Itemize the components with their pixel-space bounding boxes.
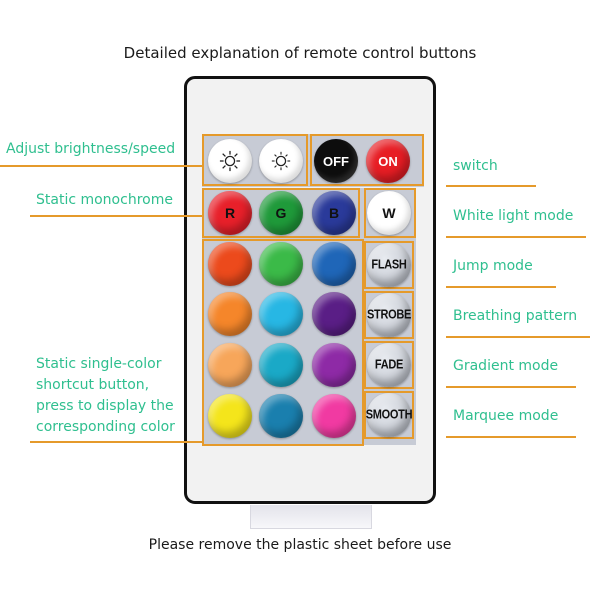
line-monochrome [30,215,202,217]
line-white [446,236,586,238]
flash-button-label: FLASH [371,258,407,272]
label-jump: Jump mode [453,258,533,274]
label-monochrome: Static monochrome [36,192,173,208]
on-button-label: ON [378,153,398,169]
brightness-up-button[interactable] [208,139,252,183]
line-switch [446,185,536,187]
color-button-r1c1[interactable] [208,242,252,286]
off-button[interactable]: OFF [314,139,358,183]
label-shortcut-line3: press to display the [36,398,174,414]
page-title: Detailed explanation of remote control b… [123,44,477,62]
flash-button[interactable]: FLASH [367,243,411,287]
frame-strobe [364,291,414,339]
color-button-r4c1[interactable] [208,394,252,438]
frame-fade [364,341,414,389]
strobe-button[interactable]: STROBE [367,293,411,337]
color-button-r1c3[interactable] [312,242,356,286]
blue-button-label: B [328,205,340,221]
footer-note: Please remove the plastic sheet before u… [148,537,452,553]
red-button[interactable]: R [208,191,252,235]
plastic-sheet-tab [250,505,372,529]
fade-button-label: FADE [374,358,404,372]
label-switch: switch [453,158,498,174]
line-jump [446,286,556,288]
label-shortcut: Static single-color shortcut button, pre… [36,354,206,438]
color-button-r4c3[interactable] [312,394,356,438]
off-button-label: OFF [323,153,349,169]
label-shortcut-line4: corresponding color [36,419,175,435]
line-breathing [446,336,590,338]
fade-button[interactable]: FADE [367,343,411,387]
smooth-button[interactable]: SMOOTH [365,393,413,437]
color-button-r3c1[interactable] [208,343,252,387]
frame-brightness [202,134,308,186]
color-button-r3c2[interactable] [259,343,303,387]
on-button[interactable]: ON [366,139,410,183]
sun-dim-icon [271,151,291,171]
color-button-r3c3[interactable] [312,343,356,387]
brightness-down-button[interactable] [259,139,303,183]
frame-white [364,188,416,238]
smooth-button-label: SMOOTH [365,408,413,422]
frame-smooth [364,391,414,439]
green-button-label: G [275,205,287,221]
label-shortcut-line1: Static single-color [36,356,162,372]
white-button-label: W [382,205,396,221]
line-marquee [446,436,576,438]
label-breathing: Breathing pattern [453,308,578,324]
color-button-r2c1[interactable] [208,292,252,336]
sun-icon [219,150,241,172]
color-button-r2c2[interactable] [259,292,303,336]
blue-button[interactable]: B [312,191,356,235]
strobe-button-label: STROBE [366,308,412,322]
green-button[interactable]: G [259,191,303,235]
frame-rgb [202,188,360,238]
label-marquee: Marquee mode [453,408,559,424]
frame-switch [310,134,424,186]
label-white: White light mode [453,208,574,224]
color-button-r4c2[interactable] [259,394,303,438]
label-gradient: Gradient mode [453,358,559,374]
label-shortcut-line2: shortcut button, [36,377,150,393]
red-button-label: R [224,205,236,221]
line-shortcut [30,441,202,443]
white-button[interactable]: W [367,191,411,235]
label-brightness: Adjust brightness/speed [6,141,176,157]
line-brightness [0,165,202,167]
color-button-r2c3[interactable] [312,292,356,336]
frame-color-grid [202,239,364,446]
frame-flash [364,241,414,289]
line-gradient [446,386,576,388]
color-button-r1c2[interactable] [259,242,303,286]
